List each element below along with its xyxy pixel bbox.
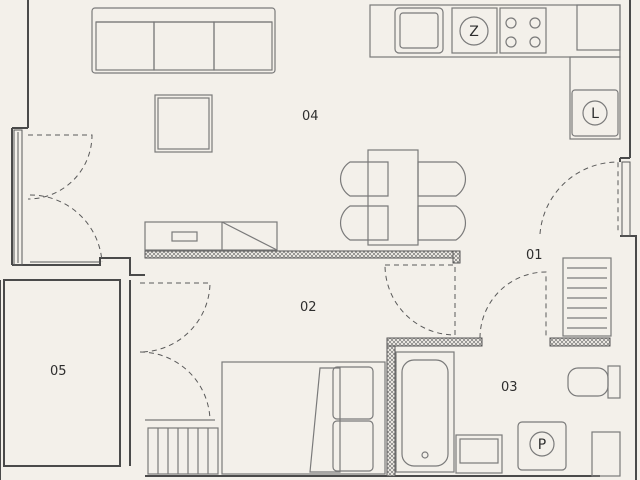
interior-walls bbox=[144, 250, 611, 477]
chair-icon bbox=[340, 161, 389, 197]
boiler-icon bbox=[517, 421, 567, 471]
stove-icon bbox=[451, 7, 498, 54]
dining-table bbox=[340, 149, 466, 246]
tv-unit bbox=[144, 221, 278, 251]
table-icon bbox=[154, 94, 213, 153]
bathtub-icon bbox=[395, 351, 455, 473]
boiler-symbol: P bbox=[538, 437, 546, 453]
room-label-03: 03 bbox=[501, 380, 518, 395]
sink-icon bbox=[394, 7, 444, 54]
chair-icon bbox=[417, 161, 466, 197]
room-label-02: 02 bbox=[300, 300, 317, 315]
radiator-icon bbox=[562, 257, 612, 337]
room-label-05: 05 bbox=[50, 364, 67, 379]
shelf-unit bbox=[147, 427, 219, 475]
chair-icon bbox=[340, 205, 389, 241]
fridge-symbol: L bbox=[591, 106, 599, 122]
room-label-01: 01 bbox=[526, 248, 543, 263]
sofa-icon bbox=[91, 7, 276, 74]
fridge-icon bbox=[571, 89, 619, 137]
sink-icon bbox=[455, 434, 503, 474]
window-right bbox=[621, 161, 631, 237]
shower-unit bbox=[591, 431, 621, 477]
doors bbox=[27, 134, 619, 421]
room-label-04: 04 bbox=[302, 109, 319, 124]
chair-icon bbox=[417, 205, 466, 241]
stove-symbol: Z bbox=[469, 24, 479, 40]
kitchen-counter bbox=[369, 4, 621, 140]
bed-icon bbox=[221, 361, 386, 475]
window-left bbox=[13, 129, 23, 266]
toilet-icon bbox=[567, 365, 621, 399]
